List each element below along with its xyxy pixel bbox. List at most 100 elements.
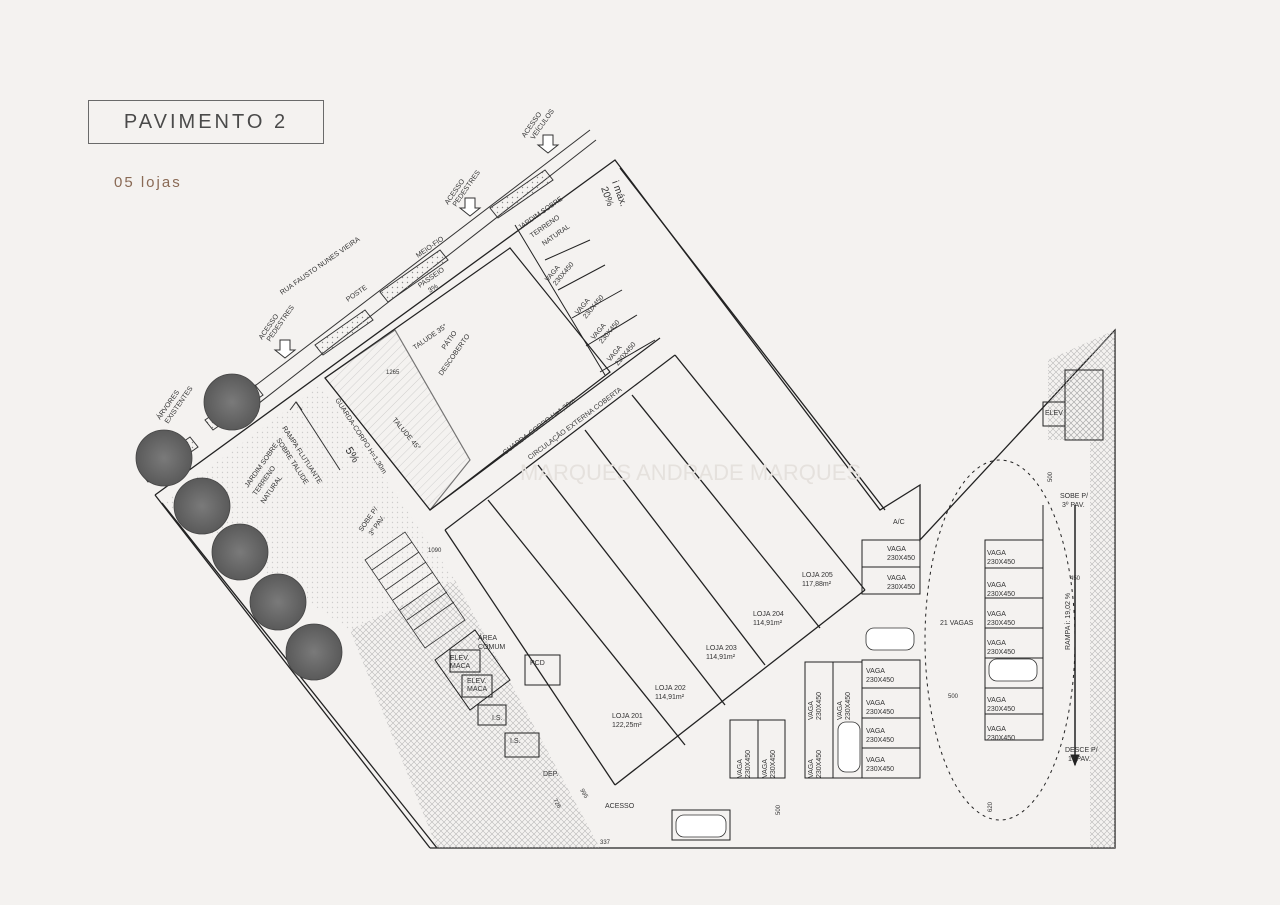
right-parking [671,459,1080,841]
sobe-p-r2: 3º PAV. [1062,502,1085,509]
area-comum-2: COMUM [478,644,505,651]
cars [675,627,1038,838]
circulation [429,337,676,531]
watermark: MARQUES ANDRADE MARQUES [520,460,861,485]
vaga-name: VAGA [987,697,1006,704]
vaga-size: 230X450 [987,620,1015,627]
page-title: PAVIMENTO 2 [123,110,289,133]
vaga-size: 230X450 [987,706,1015,713]
area-comum-1: ÁREA [478,633,497,642]
vaga-name: VAGA [987,550,1006,557]
sobe-p-r1: SOBE P/ [1060,493,1088,500]
vaga-name: VAGA [837,701,844,720]
pcd-label: PCD [530,660,545,667]
dim: 500 [1048,471,1054,482]
service-rooms [434,369,1104,758]
elev-maca-2a: MACA [450,663,471,670]
dim: 450 [1070,576,1081,582]
vaga-size: 230X450 [816,750,823,778]
car-icon [675,814,727,838]
ac-label: A/C [893,519,905,526]
vaga-size: 230X450 [866,766,894,773]
elev-maca-1b: ELEV. [467,678,486,685]
vaga-name: VAGA [887,546,906,553]
rampa-i: RAMPA i: 19,02 % [1065,593,1072,650]
loja-name: LOJA 205 [802,572,833,579]
is-label-1: I.S. [492,715,503,722]
vaga-size: 230X450 [887,584,915,591]
dim: 1090 [428,548,442,554]
tree-icon [249,573,307,631]
dim: 726 [551,798,562,810]
loja-area: 117,88m² [802,581,832,588]
vaga-size: 230X450 [745,750,752,778]
vaga-size: 230X450 [866,677,894,684]
arrow-down-icon [273,339,297,359]
page-subtitle: 05 lojas [114,174,182,191]
vaga-size: 230X450 [866,709,894,716]
acesso-label: ACESSO [605,803,635,810]
vaga-name: VAGA [866,757,885,764]
desce-1: DESCE P/ [1065,747,1098,754]
dim: 620 [988,801,994,812]
loja-area: 122,25m² [612,722,642,729]
vaga-size: 230X450 [770,750,777,778]
vaga-size: 230X450 [866,737,894,744]
vaga-name: VAGA [866,668,885,675]
vaga-size: 230X450 [987,559,1015,566]
tree-icon [211,523,269,581]
vaga-name: VAGA [887,575,906,582]
garden-zone [162,330,1115,848]
lojas-labels: LOJA 201 122,25m² LOJA 202 114,91m² LOJA… [612,572,833,729]
vaga-name: VAGA [987,582,1006,589]
elev-maca-1a: ELEV. [450,655,469,662]
vaga-name: VAGA [762,759,769,778]
vaga-name: VAGA [987,640,1006,647]
dim: 995 [578,788,589,800]
loja-area: 114,91m² [706,654,736,661]
patio [324,247,611,511]
dim: 500 [948,694,959,700]
lojas-walls [444,354,866,786]
is-label-2: I.S. [510,738,521,745]
access-arrows [273,134,560,471]
tree-icon [173,477,231,535]
elev-label: ELEV [1045,410,1063,417]
street-name: RUA FAUSTO NUNES VIEIRA [279,236,362,297]
loja-name: LOJA 201 [612,713,643,720]
loja-area: 114,91m² [753,620,783,627]
vaga-name: VAGA [737,759,744,778]
vaga-name: VAGA [866,700,885,707]
loja-name: LOJA 203 [706,645,737,652]
arrow-down-icon [536,134,560,154]
vaga-size: 230X450 [845,692,852,720]
vaga-name: VAGA [987,726,1006,733]
dim: 337 [600,840,611,846]
loja-name: LOJA 204 [753,611,784,618]
vaga-name: VAGA [808,701,815,720]
car-icon [865,627,915,651]
vinte-um-vagas: 21 VAGAS [940,620,974,627]
stairs [364,531,466,649]
desce-2: 1º PAV. [1068,756,1091,763]
car-icon [837,721,861,773]
trees [135,373,343,681]
vaga-size: 230X450 [887,555,915,562]
dim: 500 [776,804,782,815]
poste-label: POSTE [345,284,369,304]
arrow-down-icon [458,197,482,217]
top-vagas [514,224,656,376]
title-box: PAVIMENTO 2 [88,100,324,144]
vaga-size: 230X450 [987,591,1015,598]
passeio-pct: 3% [427,283,439,295]
vaga-size: 230X450 [816,692,823,720]
tree-icon [135,429,193,487]
loja-name: LOJA 202 [655,685,686,692]
car-icon [988,658,1038,682]
dimensions: 500 500 450 620 500 337 726 995 1265 109… [386,370,1081,846]
dim: 1265 [386,370,400,376]
loja-area: 114,91m² [655,694,685,701]
elev-maca-2b: MACA [467,686,488,693]
vaga-name: VAGA [987,611,1006,618]
